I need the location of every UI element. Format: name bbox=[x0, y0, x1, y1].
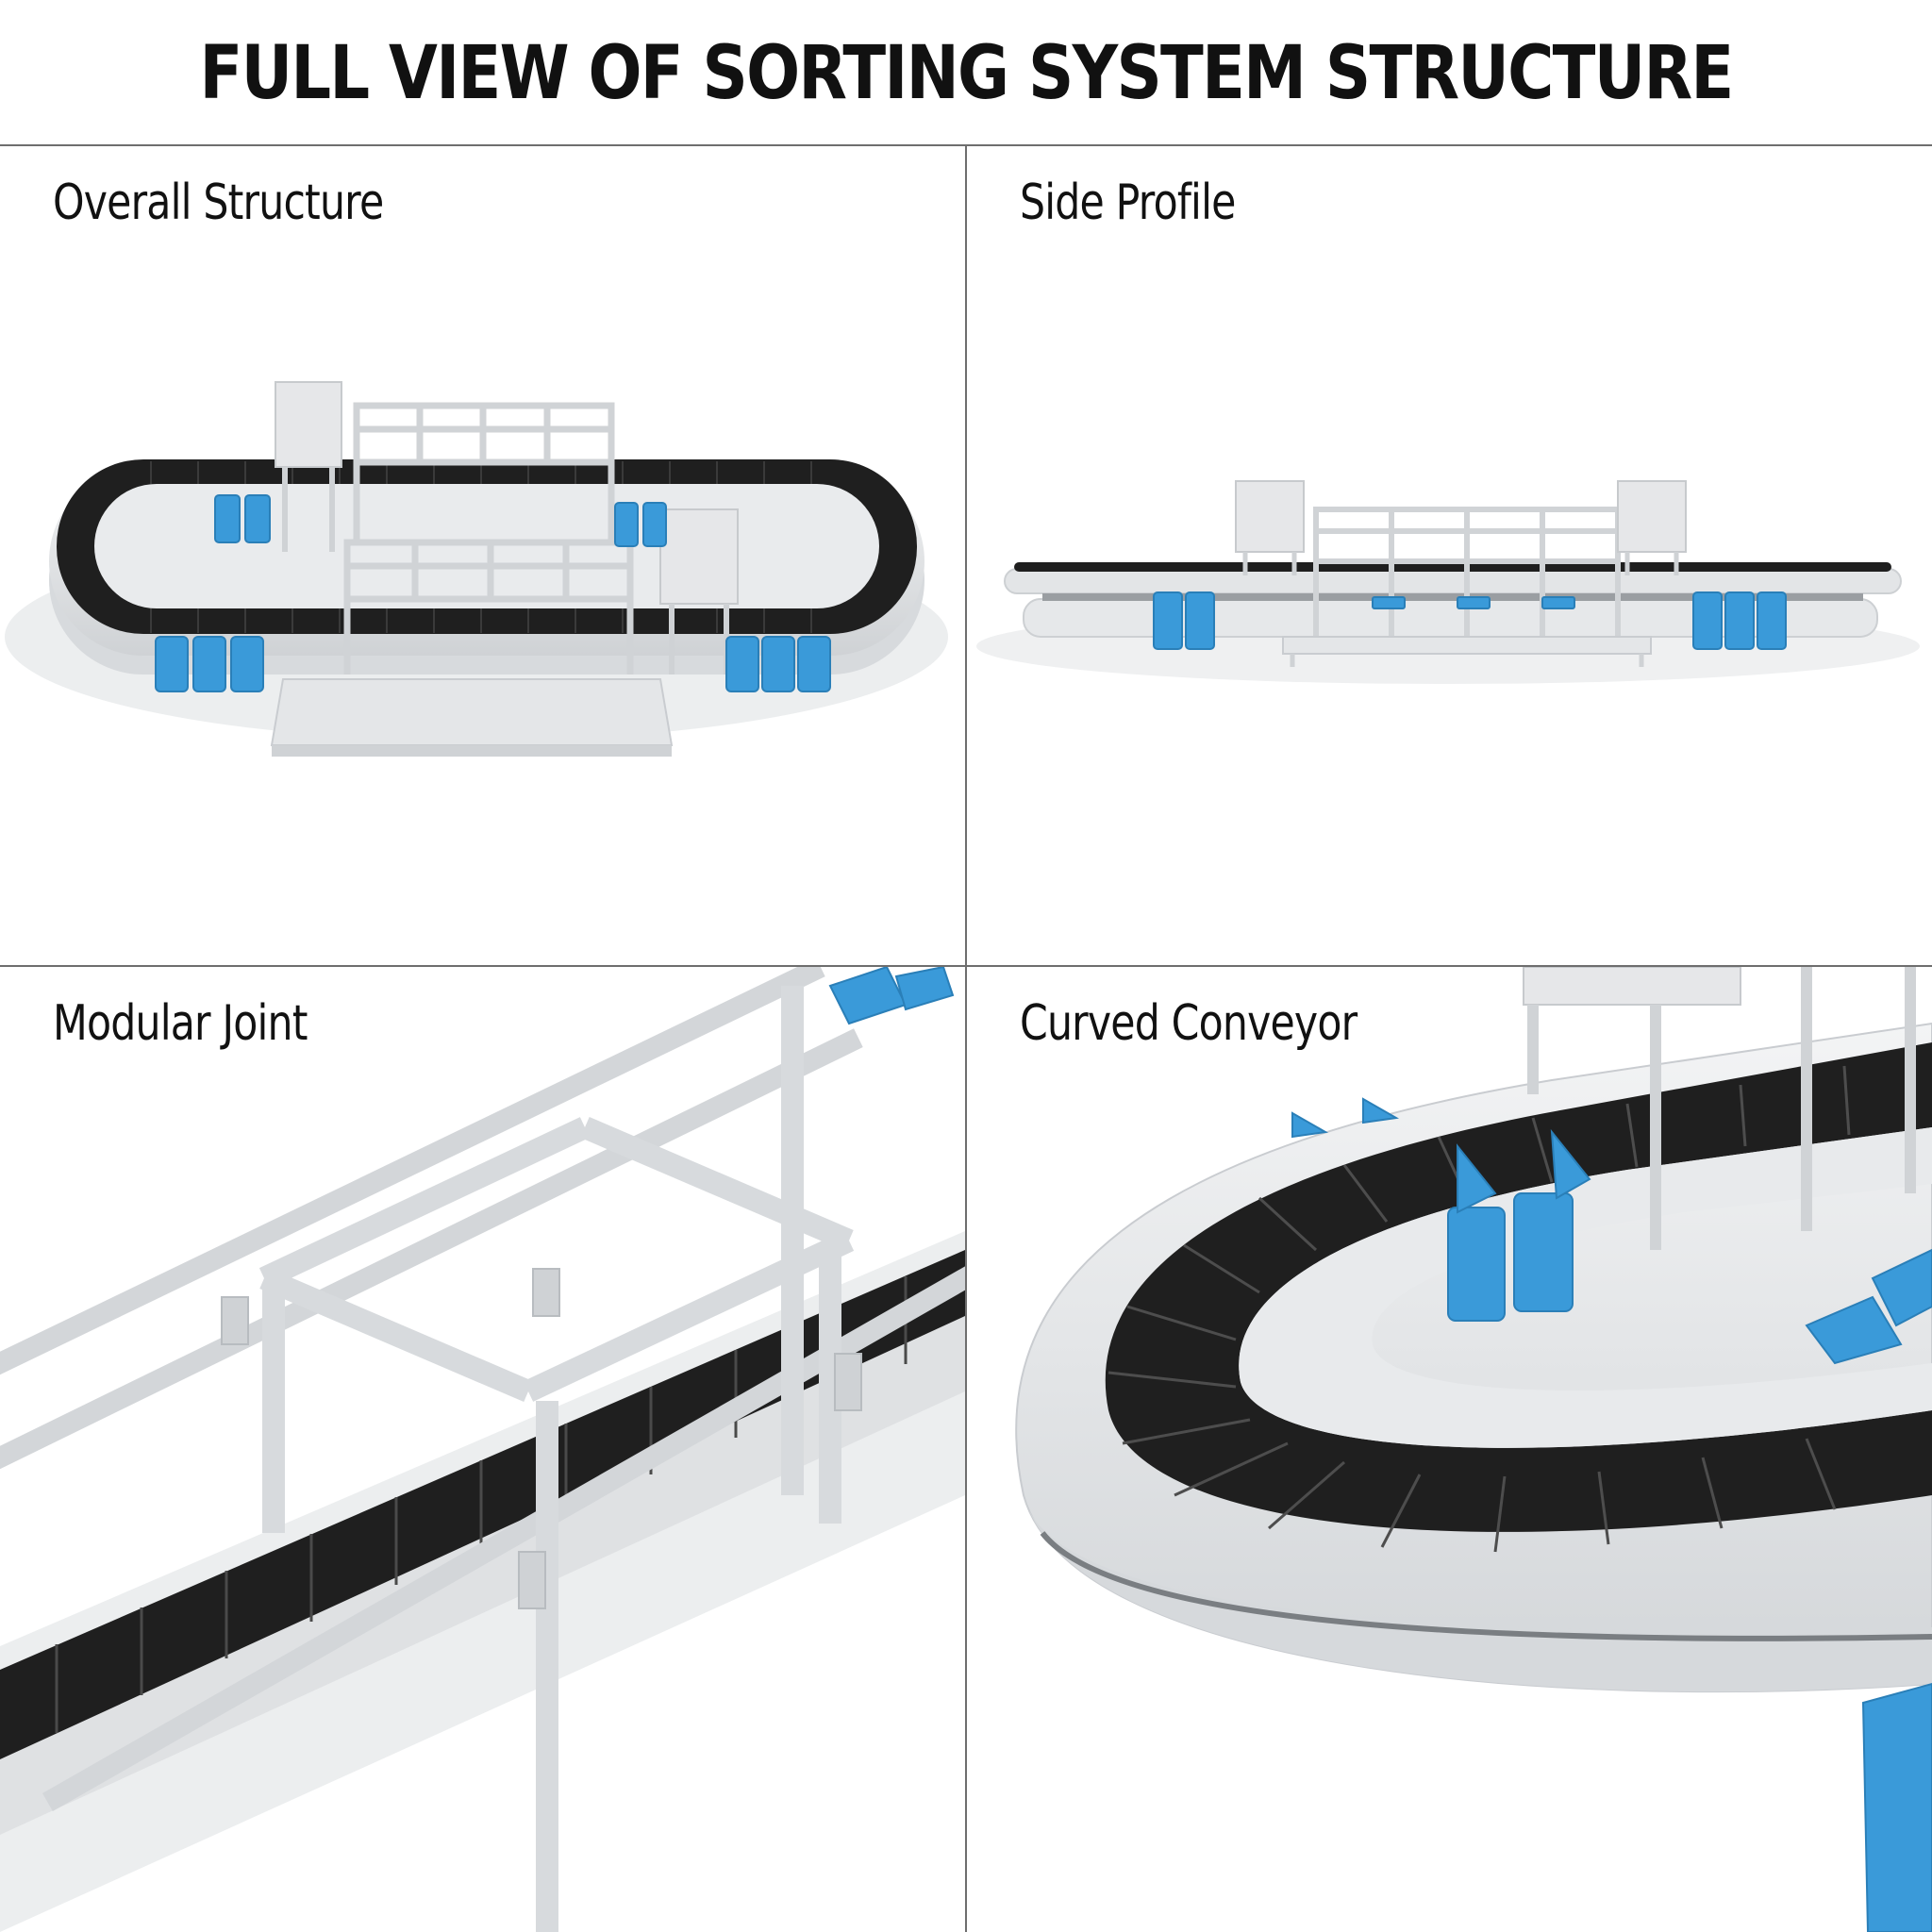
side-profile-illustration bbox=[976, 480, 1920, 684]
panel-curved-conveyor: Curved Conveyor bbox=[967, 967, 1932, 1932]
curved-conveyor-illustration bbox=[1015, 967, 1932, 1932]
vertical-divider bbox=[965, 146, 967, 1932]
top-divider bbox=[0, 144, 1932, 146]
panel-label-curved-conveyor: Curved Conveyor bbox=[1020, 995, 1357, 1052]
overall-structure-illustration bbox=[5, 381, 948, 757]
panel-label-modular-joint: Modular Joint bbox=[53, 995, 308, 1052]
panel-side-profile: Side Profile bbox=[967, 146, 1932, 965]
panel-modular-joint: Modular Joint bbox=[0, 967, 965, 1932]
modular-joint-illustration bbox=[0, 967, 965, 1932]
panel-overall-structure: Overall Structure bbox=[0, 146, 965, 965]
page-title: FULL VIEW OF SORTING SYSTEM STRUCTURE bbox=[199, 30, 1735, 116]
panel-label-side-profile: Side Profile bbox=[1020, 175, 1236, 231]
panel-label-overall-structure: Overall Structure bbox=[53, 175, 384, 231]
